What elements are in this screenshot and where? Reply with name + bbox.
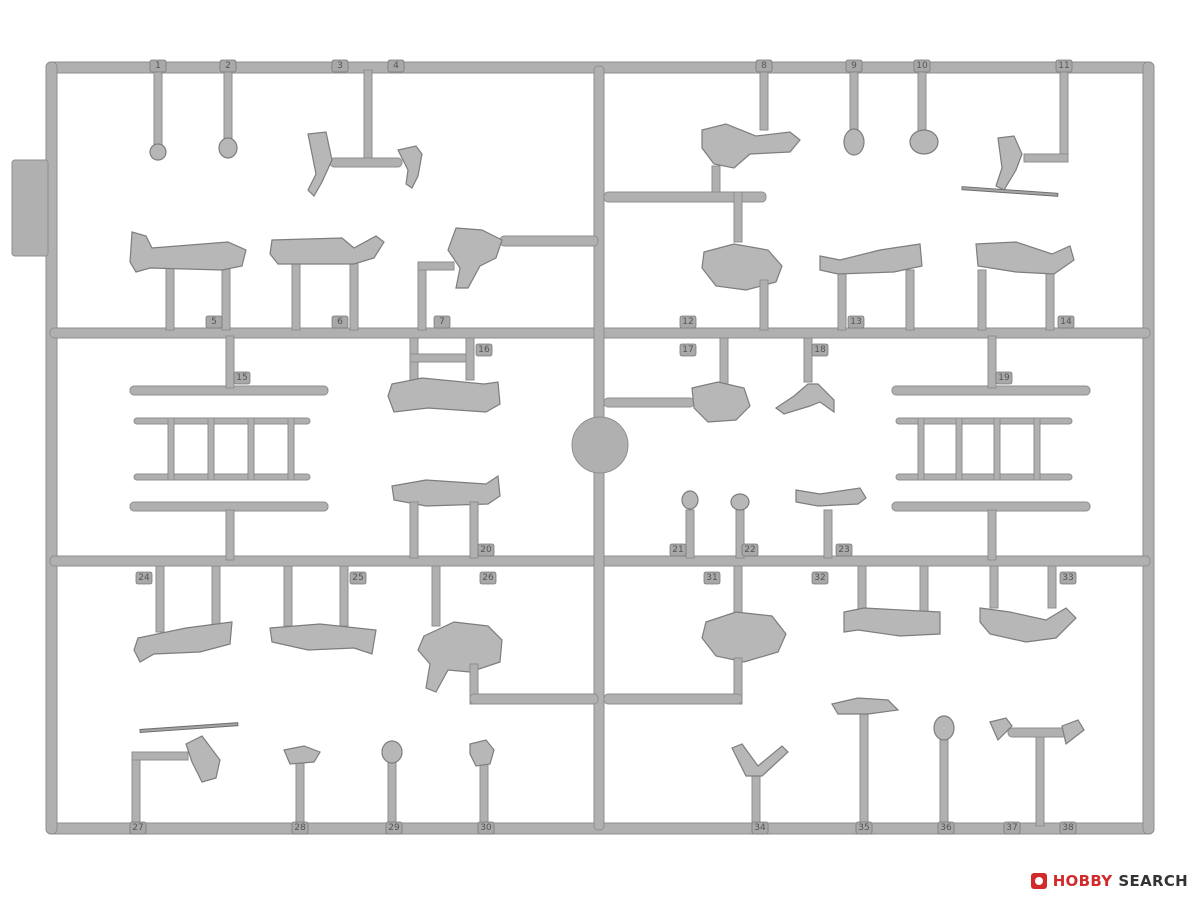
part-number-label: 10 <box>916 61 928 71</box>
part-number-tag: 2 <box>219 59 237 73</box>
part-number-tag: 10 <box>913 59 931 73</box>
watermark-brand-dark: SEARCH <box>1118 872 1188 890</box>
part-number-label: 36 <box>940 823 952 833</box>
hobby-search-watermark: HOBBY SEARCH <box>1030 872 1188 890</box>
part-number-tag: 33 <box>1059 571 1077 585</box>
part-number-label: 14 <box>1060 317 1072 327</box>
part-number-tag: 12 <box>679 315 697 329</box>
part-number-label: 35 <box>858 823 869 833</box>
part-number-tag: 11 <box>1055 59 1073 73</box>
part-number-label: 22 <box>744 545 755 555</box>
part-number-label: 30 <box>480 823 492 833</box>
part-number-label: 11 <box>1058 61 1069 71</box>
part-number-tag: 35 <box>855 821 873 835</box>
part-number-tag: 15 <box>233 371 251 385</box>
parts-bottom-right <box>603 565 1085 827</box>
part-number-label: 25 <box>352 573 363 583</box>
part-number-label: 8 <box>761 61 767 71</box>
parts-top-left <box>129 69 599 331</box>
part-number-label: 3 <box>337 61 343 71</box>
part-number-tag: 18 <box>811 343 829 357</box>
parts-middle-left <box>387 337 501 559</box>
part-number-label: 16 <box>478 345 490 355</box>
part-number-tag: 36 <box>937 821 955 835</box>
part-number-label: 38 <box>1062 823 1074 833</box>
part-number-tag: 38 <box>1059 821 1077 835</box>
part-number-tag: 31 <box>703 571 721 585</box>
part-number-tag: 17 <box>679 343 697 357</box>
part-number-label: 20 <box>480 545 492 555</box>
part-number-tag: 30 <box>477 821 495 835</box>
part-number-tag: 22 <box>741 543 759 557</box>
part-number-tag: 29 <box>385 821 403 835</box>
part-number-tag: 37 <box>1003 821 1021 835</box>
part-number-tag: 6 <box>331 315 349 329</box>
part-number-tag: 32 <box>811 571 829 585</box>
ladder-left <box>129 335 329 561</box>
part-number-label: 33 <box>1062 573 1073 583</box>
part-number-label: 12 <box>682 317 693 327</box>
part-number-label: 34 <box>754 823 766 833</box>
part-number-label: 4 <box>393 61 399 71</box>
part-number-label: 17 <box>682 345 693 355</box>
part-number-label: 29 <box>388 823 400 833</box>
parts-bottom-left <box>131 565 599 827</box>
part-number-tag: 19 <box>995 371 1013 385</box>
part-number-tag: 7 <box>433 315 451 329</box>
part-number-tag: 23 <box>835 543 853 557</box>
part-number-tag: 28 <box>291 821 309 835</box>
part-number-label: 18 <box>814 345 826 355</box>
part-number-tag: 21 <box>669 543 687 557</box>
part-number-tag: 20 <box>477 543 495 557</box>
sprue-frame <box>11 61 1155 835</box>
part-number-label: 21 <box>672 545 683 555</box>
part-number-label: 27 <box>132 823 143 833</box>
parts-top-right <box>603 69 1075 331</box>
part-number-label: 32 <box>814 573 825 583</box>
part-number-label: 1 <box>155 61 161 71</box>
parts-middle-right <box>603 337 867 559</box>
part-number-label: 15 <box>236 373 247 383</box>
part-number-tag: 26 <box>479 571 497 585</box>
part-number-label: 31 <box>706 573 717 583</box>
part-number-label: 26 <box>482 573 494 583</box>
part-number-tag: 13 <box>847 315 865 329</box>
part-number-tag: 25 <box>349 571 367 585</box>
watermark-brand-red: HOBBY <box>1052 872 1113 890</box>
part-number-tag: 1 <box>149 59 167 73</box>
part-number-tag: 8 <box>755 59 773 73</box>
part-number-tag: 24 <box>135 571 153 585</box>
part-number-label: 24 <box>138 573 150 583</box>
hobby-search-logo-icon <box>1030 873 1047 889</box>
part-number-label: 2 <box>225 61 231 71</box>
part-number-label: 5 <box>211 317 217 327</box>
part-number-label: 19 <box>998 373 1010 383</box>
part-number-tag: 4 <box>387 59 405 73</box>
part-number-tag: 9 <box>845 59 863 73</box>
part-number-label: 13 <box>850 317 861 327</box>
part-number-label: 23 <box>838 545 849 555</box>
part-number-tag: 5 <box>205 315 223 329</box>
part-number-label: 28 <box>294 823 306 833</box>
part-number-tag: 14 <box>1057 315 1075 329</box>
ladder-right <box>891 335 1091 561</box>
part-number-label: 37 <box>1006 823 1017 833</box>
part-number-label: 9 <box>851 61 857 71</box>
part-number-tag: 16 <box>475 343 493 357</box>
part-number-tag: 27 <box>129 821 147 835</box>
part-number-label: 7 <box>439 317 445 327</box>
part-number-tag: 34 <box>751 821 769 835</box>
part-number-label: 6 <box>337 317 343 327</box>
part-number-tag: 3 <box>331 59 349 73</box>
